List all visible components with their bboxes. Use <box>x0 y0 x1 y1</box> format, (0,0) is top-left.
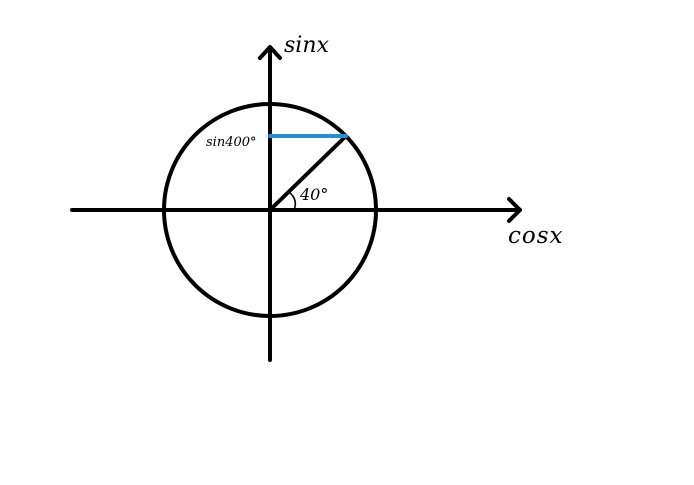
radius-line <box>268 134 348 212</box>
x-axis-arrowhead <box>507 197 522 223</box>
x-axis-label: cosx <box>508 223 564 249</box>
angle-arc <box>289 192 297 211</box>
sin-point-label: sin400° <box>206 135 257 150</box>
angle-label: 40° <box>299 185 328 204</box>
y-axis-arrowhead <box>258 45 282 60</box>
y-axis-label: sinx <box>284 33 329 58</box>
